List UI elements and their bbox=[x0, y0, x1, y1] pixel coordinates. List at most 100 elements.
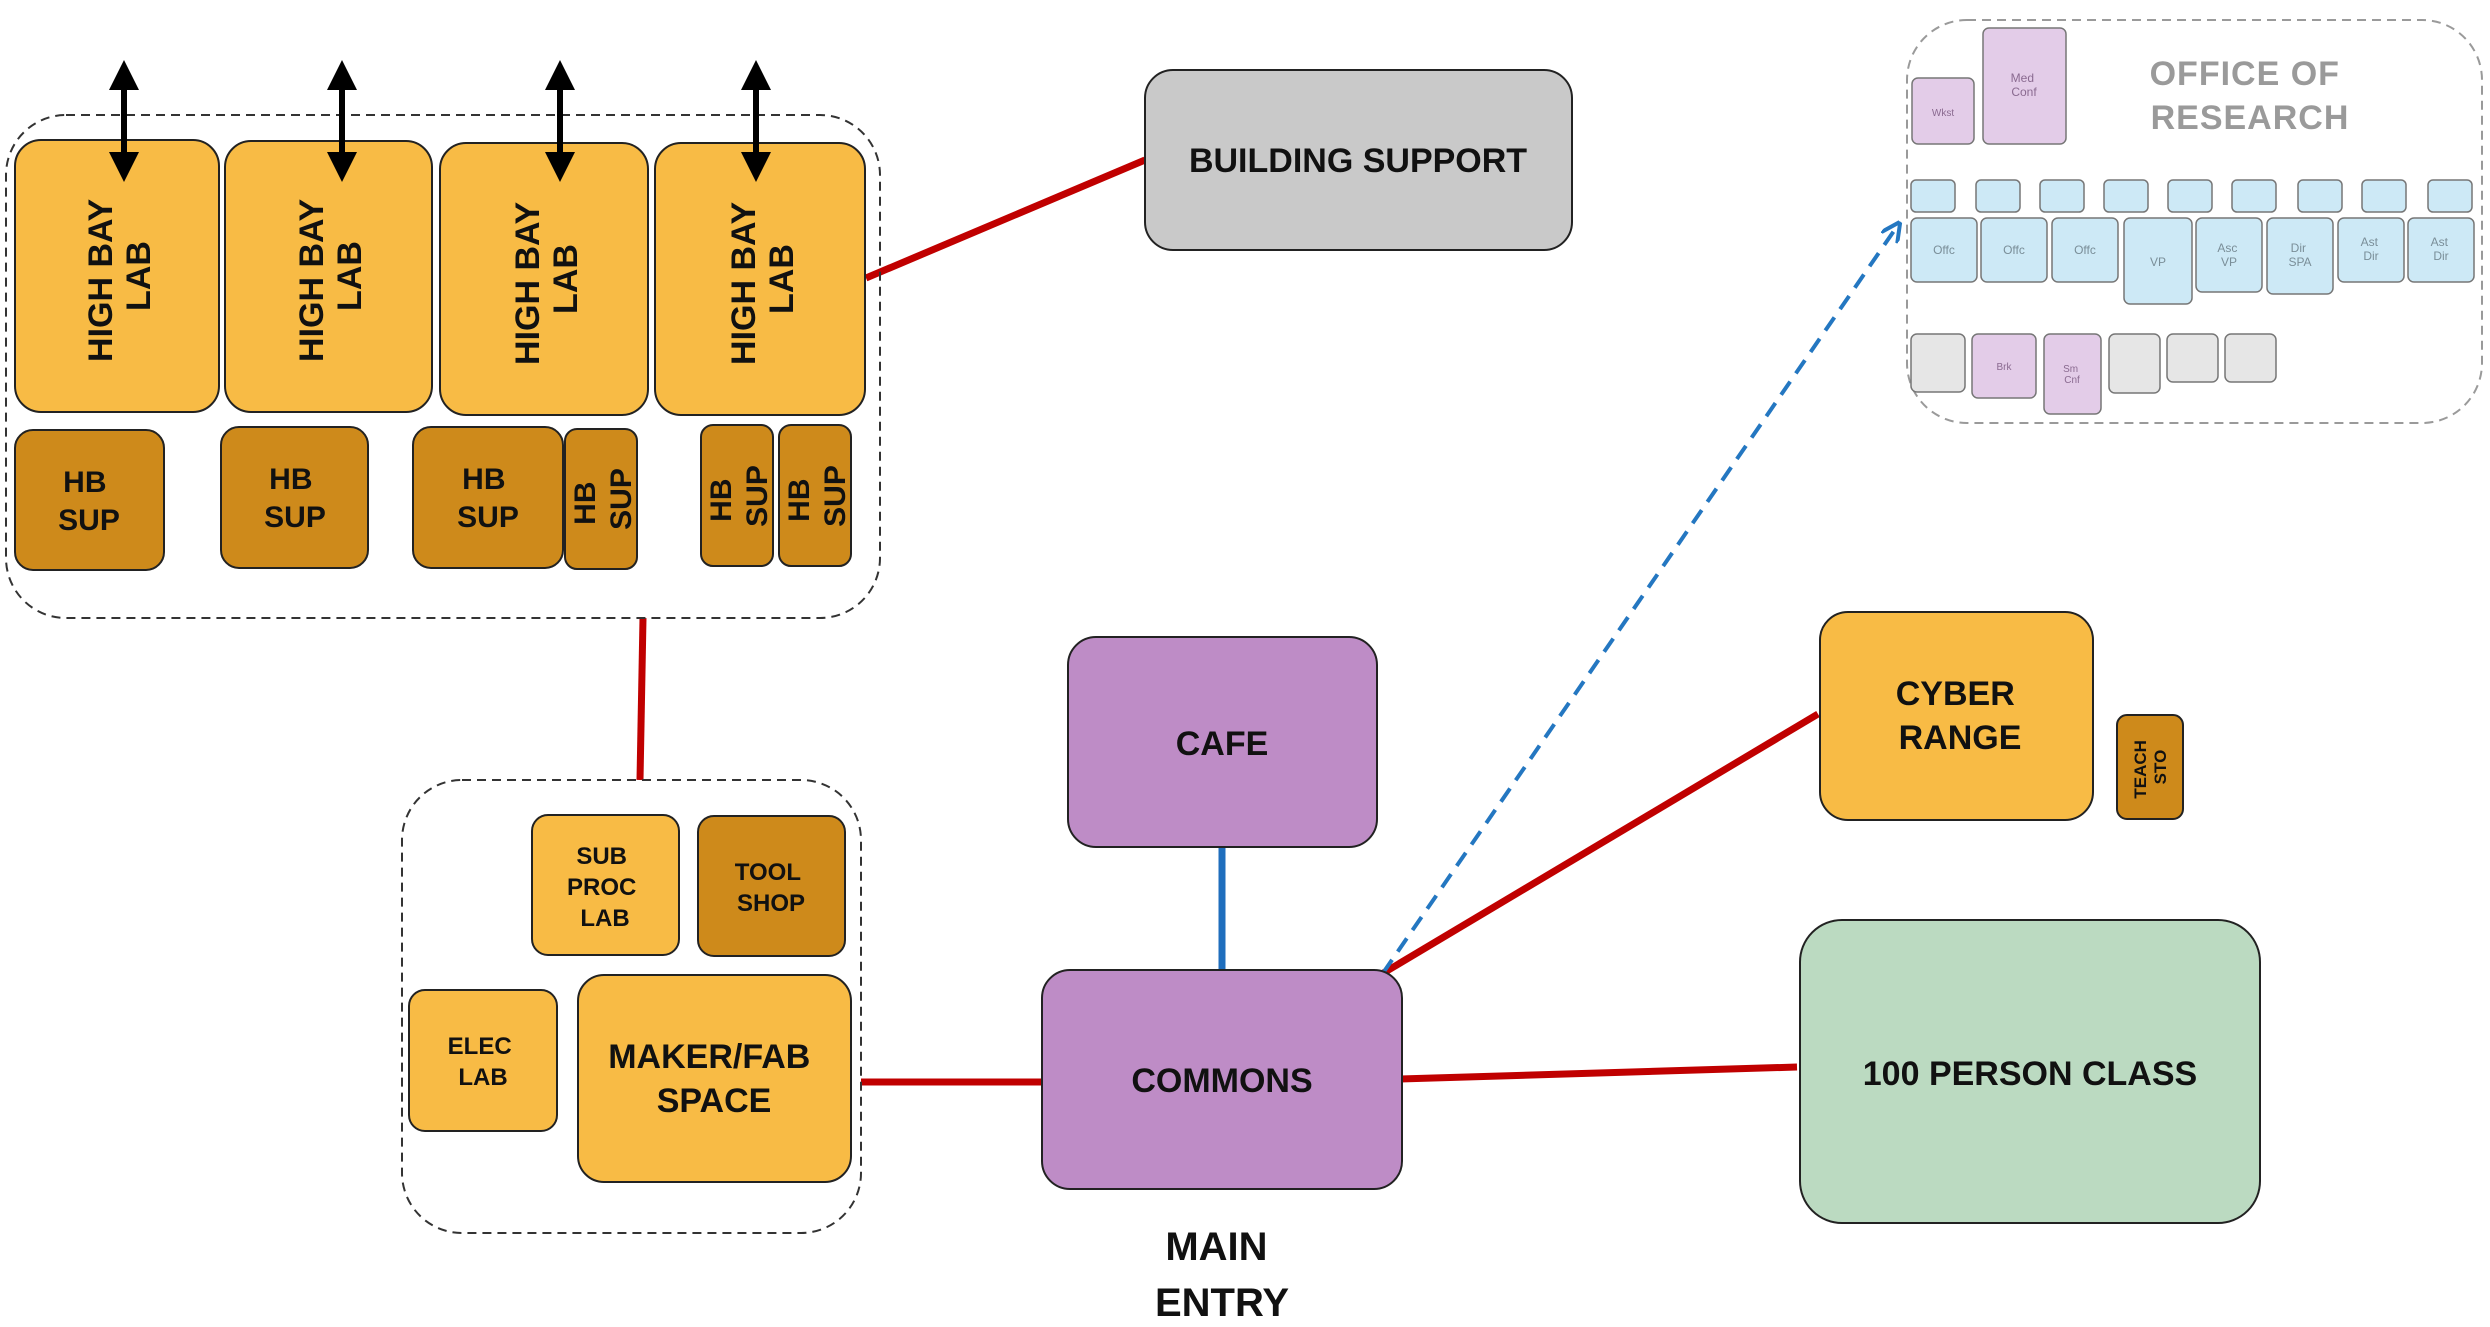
hb-support-2-label: HB SUP bbox=[264, 463, 326, 534]
high-bay-lab-2-label: HIGH BAY LAB bbox=[293, 190, 369, 362]
hb-support-5[interactable]: HB SUP bbox=[700, 424, 774, 567]
tool-shop[interactable]: TOOL SHOP bbox=[697, 815, 846, 957]
elec-lab-label: ELEC LAB bbox=[448, 1033, 519, 1091]
office-room-asc-vp-label: Asc VP bbox=[2217, 241, 2240, 269]
office-small-conf[interactable]: Sm Cnf bbox=[2043, 333, 2102, 415]
office-room-vp[interactable]: VP bbox=[2123, 217, 2193, 305]
hb-support-3-label: HB SUP bbox=[457, 463, 519, 534]
link-commons-classroom bbox=[1399, 1063, 1798, 1083]
office-med-conf[interactable]: Med Conf bbox=[1982, 27, 2067, 145]
office-workstation bbox=[1975, 179, 2021, 213]
office-room-ast-dir-2-box bbox=[2407, 217, 2475, 283]
link-commons-office-dashed bbox=[1381, 225, 1898, 975]
office-workstation bbox=[2427, 179, 2473, 213]
office-room-2-box bbox=[1980, 217, 2048, 283]
teach-sto-label: TEACH STO bbox=[2131, 735, 2170, 798]
link-highbay-building-support bbox=[864, 156, 1147, 282]
office-room-dir-spa[interactable]: Dir SPA bbox=[2266, 217, 2334, 295]
high-bay-lab-1[interactable]: HIGH BAY LAB bbox=[14, 139, 220, 413]
office-room-1-label: Offc bbox=[1933, 243, 1955, 257]
office-workstation bbox=[2167, 179, 2213, 213]
office-storage-room bbox=[2224, 333, 2277, 383]
office-break-room-box bbox=[1971, 333, 2037, 399]
office-wkstn-box bbox=[1911, 77, 1975, 145]
high-bay-group-outline bbox=[5, 114, 881, 619]
classroom-label: 100 PERSON CLASS bbox=[1863, 1055, 2197, 1093]
office-storage-room bbox=[2166, 333, 2219, 383]
office-med-conf-label: Med Conf bbox=[2011, 71, 2038, 99]
office-break-room[interactable]: Brk bbox=[1971, 333, 2037, 399]
hb-support-1-box bbox=[14, 429, 165, 571]
building-support-box bbox=[1144, 69, 1573, 251]
teach-sto[interactable]: TEACH STO bbox=[2116, 714, 2184, 820]
high-bay-lab-4[interactable]: HIGH BAY LAB bbox=[654, 142, 866, 416]
cafe-box bbox=[1067, 636, 1378, 848]
hb-support-3-box bbox=[412, 426, 564, 569]
teach-sto-box bbox=[2116, 714, 2184, 820]
maker-fab-space[interactable]: MAKER/FAB SPACE bbox=[577, 974, 852, 1183]
cafe[interactable]: CAFE bbox=[1067, 636, 1378, 848]
sub-proc-lab-label: SUB PROC LAB bbox=[567, 843, 643, 932]
hb-support-1[interactable]: HB SUP bbox=[14, 429, 165, 571]
commons-box bbox=[1041, 969, 1403, 1190]
office-room-ast-dir-1[interactable]: Ast Dir bbox=[2337, 217, 2405, 283]
building-support[interactable]: BUILDING SUPPORT bbox=[1144, 69, 1573, 251]
hb-support-3[interactable]: HB SUP bbox=[412, 426, 564, 569]
office-room-asc-vp[interactable]: Asc VP bbox=[2195, 217, 2263, 293]
office-room-3-box bbox=[2051, 217, 2119, 283]
office-room-3[interactable]: Offc bbox=[2051, 217, 2119, 283]
hb-support-4-box bbox=[564, 428, 638, 570]
hb-support-1-label: HB SUP bbox=[58, 466, 120, 537]
sub-proc-lab-box bbox=[531, 814, 680, 956]
office-room-ast-dir-2[interactable]: Ast Dir bbox=[2407, 217, 2475, 283]
office-workstation bbox=[2231, 179, 2277, 213]
office-break-room-label: Brk bbox=[1997, 362, 2013, 373]
office-small-conf-label: Sm Cnf bbox=[2063, 364, 2081, 386]
office-room-2[interactable]: Offc bbox=[1980, 217, 2048, 283]
hb-support-4-label: HB SUP bbox=[569, 468, 638, 530]
elec-lab[interactable]: ELEC LAB bbox=[408, 989, 558, 1132]
office-workstation bbox=[1910, 179, 1956, 213]
hb-support-6[interactable]: HB SUP bbox=[778, 424, 852, 567]
classroom-box bbox=[1799, 919, 2261, 1224]
maker-fab-space-label: MAKER/FAB SPACE bbox=[608, 1038, 820, 1120]
office-title: OFFICE OF RESEARCH bbox=[2150, 55, 2351, 137]
hb-support-2[interactable]: HB SUP bbox=[220, 426, 369, 569]
high-bay-lab-3-label: HIGH BAY LAB bbox=[509, 193, 585, 365]
tool-shop-box bbox=[697, 815, 846, 957]
link-highbay-maker-group bbox=[636, 617, 647, 781]
office-room-1[interactable]: Offc bbox=[1910, 217, 1978, 283]
commons[interactable]: COMMONS bbox=[1041, 969, 1403, 1190]
office-of-research-group[interactable]: OFFICE OF RESEARCH Wkst Med Conf Offc bbox=[1906, 19, 2483, 424]
high-bay-lab-4-label: HIGH BAY LAB bbox=[725, 193, 801, 365]
high-bay-lab-2[interactable]: HIGH BAY LAB bbox=[224, 140, 433, 413]
office-room-vp-box bbox=[2123, 217, 2193, 305]
cyber-range-box bbox=[1819, 611, 2094, 821]
office-med-conf-box bbox=[1982, 27, 2067, 145]
link-commons-cyber-range bbox=[1378, 710, 1820, 979]
office-workstation bbox=[2361, 179, 2407, 213]
office-room-3-label: Offc bbox=[2074, 243, 2096, 257]
office-storage-room bbox=[2108, 333, 2161, 394]
high-bay-lab-3-box bbox=[439, 142, 649, 416]
office-room-1-box bbox=[1910, 217, 1978, 283]
high-bay-lab-3[interactable]: HIGH BAY LAB bbox=[439, 142, 649, 416]
office-room-ast-dir-1-label: Ast Dir bbox=[2361, 235, 2382, 263]
office-workstation bbox=[2039, 179, 2085, 213]
sub-proc-lab[interactable]: SUB PROC LAB bbox=[531, 814, 680, 956]
cyber-range[interactable]: CYBER RANGE bbox=[1819, 611, 2094, 821]
office-workstation bbox=[2297, 179, 2343, 213]
classroom-100-person[interactable]: 100 PERSON CLASS bbox=[1799, 919, 2261, 1224]
office-room-dir-spa-label: Dir SPA bbox=[2288, 241, 2311, 269]
hb-support-4[interactable]: HB SUP bbox=[564, 428, 638, 570]
cyber-range-label: CYBER RANGE bbox=[1896, 675, 2024, 757]
office-room-asc-vp-box bbox=[2195, 217, 2263, 293]
office-room-ast-dir-1-box bbox=[2337, 217, 2405, 283]
hb-support-6-box bbox=[778, 424, 852, 567]
main-entry-label: MAIN ENTRY bbox=[1155, 1225, 1289, 1325]
cafe-label: CAFE bbox=[1176, 725, 1269, 763]
maker-group-outline bbox=[401, 779, 862, 1234]
elec-lab-box bbox=[408, 989, 558, 1132]
office-wkstn[interactable]: Wkst bbox=[1911, 77, 1975, 145]
